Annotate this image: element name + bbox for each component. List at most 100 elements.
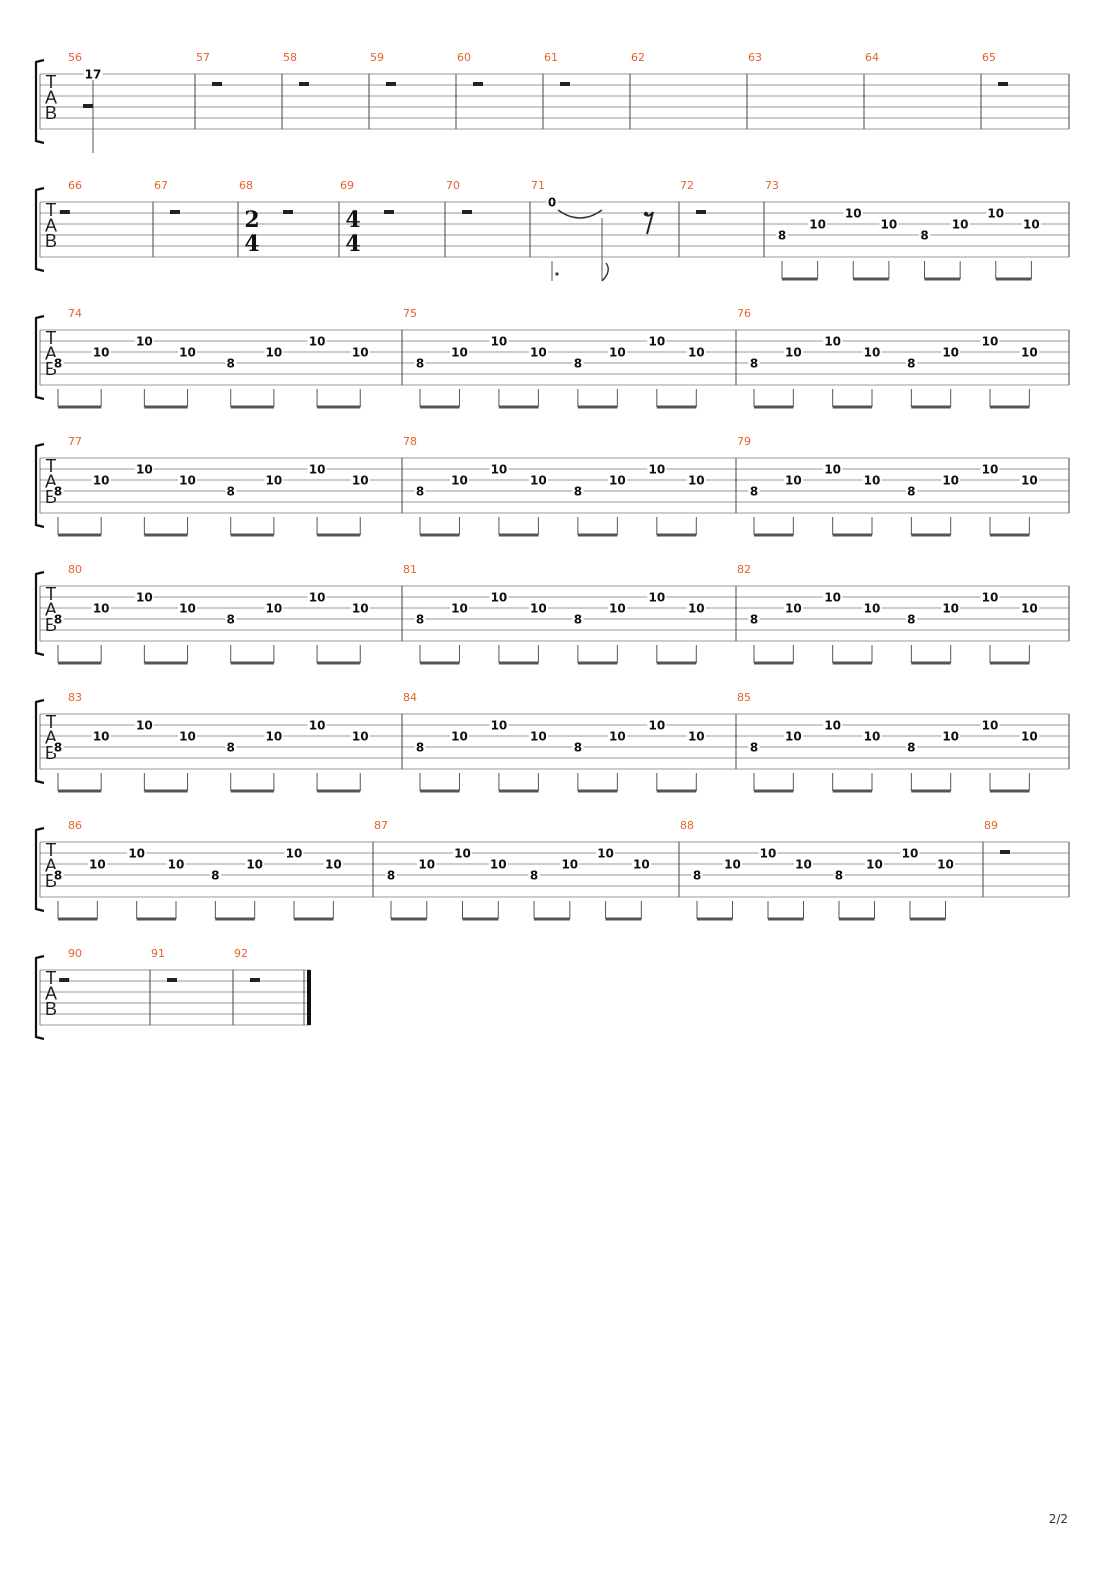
- fret-mask: [980, 463, 1000, 475]
- note-beam: [317, 405, 361, 409]
- note-beam: [577, 533, 618, 537]
- fret-mask: [823, 591, 843, 603]
- fret-mask: [941, 474, 961, 486]
- fret-number: 10: [309, 591, 326, 605]
- fret-mask: [323, 858, 343, 870]
- fret-mask: [528, 346, 548, 358]
- fret-number: 10: [609, 474, 626, 488]
- tab-clef-letter: A: [45, 984, 57, 1004]
- note-beam: [909, 917, 946, 921]
- fret-mask: [528, 730, 548, 742]
- fret-mask: [905, 357, 917, 369]
- fret-number: 10: [864, 346, 881, 360]
- fret-mask: [1019, 730, 1039, 742]
- fret-number: 8: [750, 613, 758, 627]
- fret-mask: [980, 591, 1000, 603]
- fret-mask: [87, 858, 107, 870]
- fret-mask: [489, 591, 509, 603]
- fret-mask: [350, 730, 370, 742]
- fret-number: 8: [227, 741, 235, 755]
- fret-mask: [52, 613, 64, 625]
- fret-mask: [225, 485, 237, 497]
- fret-mask: [264, 602, 284, 614]
- note-beam: [911, 789, 951, 793]
- fret-number: 10: [902, 847, 919, 861]
- fret-mask: [783, 346, 803, 358]
- fret-mask: [722, 858, 742, 870]
- page-number: 2/2: [1048, 1512, 1068, 1526]
- fret-mask: [647, 335, 667, 347]
- fret-mask: [862, 730, 882, 742]
- note-beam: [656, 405, 697, 409]
- fret-mask: [225, 613, 237, 625]
- fret-number: 10: [609, 346, 626, 360]
- fret-mask: [647, 591, 667, 603]
- measure-number: 67: [154, 179, 168, 192]
- fret-number: 10: [864, 602, 881, 616]
- whole-rest: [299, 82, 309, 86]
- tab-clef-letter: T: [46, 456, 57, 476]
- fret-number: 10: [688, 474, 705, 488]
- fret-mask: [245, 858, 265, 870]
- tab-clef-letter: T: [46, 840, 57, 860]
- fret-number: 10: [136, 335, 153, 349]
- fret-mask: [686, 602, 706, 614]
- fret-number: 10: [824, 335, 841, 349]
- measure-number: 72: [680, 179, 694, 192]
- fret-mask: [607, 602, 627, 614]
- note-beam: [577, 789, 618, 793]
- fret-mask: [178, 602, 198, 614]
- fret-number: 10: [309, 335, 326, 349]
- fret-mask: [264, 346, 284, 358]
- system-bracket: [34, 826, 45, 913]
- fret-number: 10: [93, 346, 110, 360]
- fret-mask: [776, 229, 788, 241]
- fret-number: 10: [352, 474, 369, 488]
- fret-number: 10: [530, 730, 547, 744]
- note-beam: [767, 917, 804, 921]
- fret-number: 10: [824, 463, 841, 477]
- note-beam: [911, 661, 951, 665]
- fret-number: 8: [907, 613, 915, 627]
- fret-mask: [980, 335, 1000, 347]
- fret-number: 8: [227, 613, 235, 627]
- fret-mask: [905, 485, 917, 497]
- fret-number: 10: [352, 730, 369, 744]
- tab-clef-letter: B: [45, 231, 57, 251]
- fret-mask: [284, 847, 304, 859]
- fret-mask: [178, 474, 198, 486]
- fret-mask: [489, 463, 509, 475]
- fret-mask: [783, 602, 803, 614]
- system-bracket: [34, 570, 45, 657]
- fret-number: 10: [136, 591, 153, 605]
- note-beam: [420, 405, 460, 409]
- tab-clef-letter: T: [46, 72, 57, 92]
- note-beam: [838, 917, 875, 921]
- note-beam: [317, 661, 361, 665]
- measure-number: 78: [403, 435, 417, 448]
- final-barline-thick: [307, 970, 311, 1025]
- note-beam: [144, 533, 188, 537]
- note-flag: [601, 262, 609, 282]
- fret-number: 8: [54, 741, 62, 755]
- fret-mask: [572, 485, 584, 497]
- fret-number: 8: [416, 485, 424, 499]
- tab-clef-letter: T: [46, 328, 57, 348]
- fret-number: 8: [416, 613, 424, 627]
- fret-mask: [980, 719, 1000, 731]
- fret-number: 10: [795, 858, 812, 872]
- fret-number: 10: [1021, 730, 1038, 744]
- fret-mask: [748, 613, 760, 625]
- fret-mask: [91, 474, 111, 486]
- note-beam: [832, 405, 873, 409]
- fret-mask: [307, 335, 327, 347]
- fret-number: 10: [530, 346, 547, 360]
- fret-number: 8: [907, 741, 915, 755]
- fret-mask: [385, 869, 397, 881]
- fret-number: 10: [785, 346, 802, 360]
- fret-number: 10: [454, 847, 471, 861]
- fret-number: 10: [982, 719, 999, 733]
- note-beam: [58, 789, 102, 793]
- note-beam: [144, 661, 188, 665]
